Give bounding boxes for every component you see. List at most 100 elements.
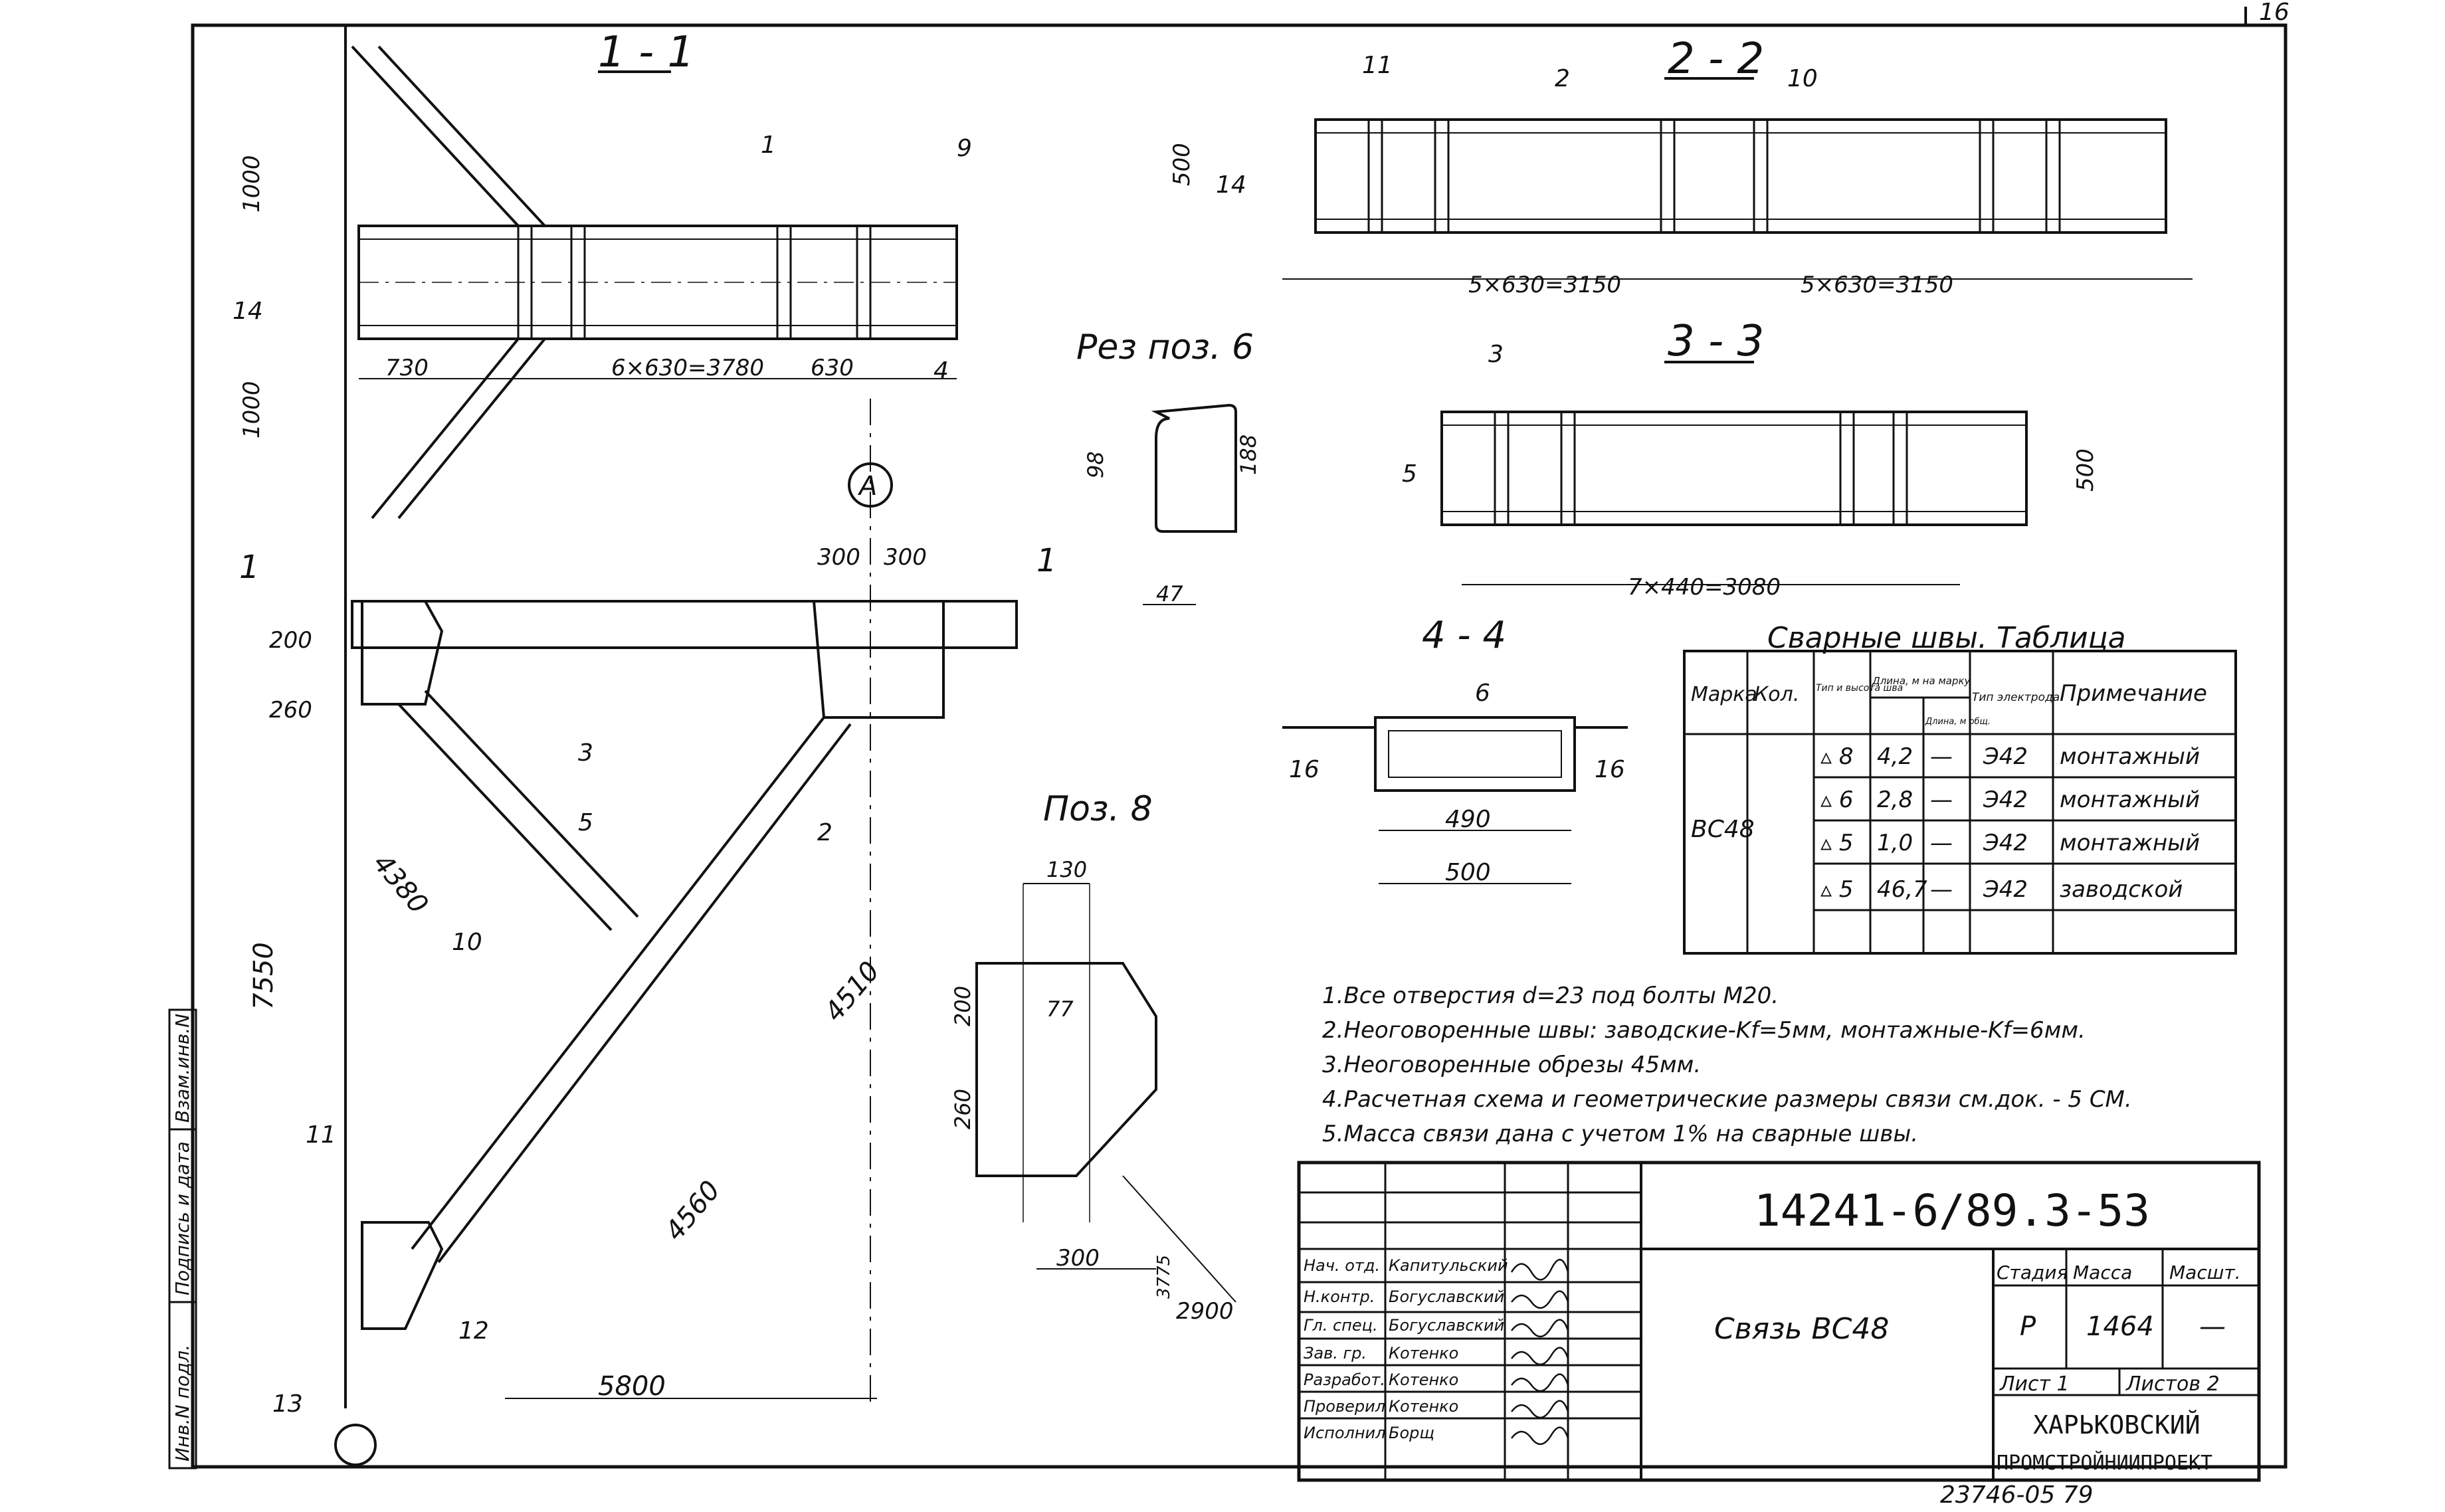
svg-text:10: 10 [452, 929, 482, 956]
svg-text:200: 200 [269, 627, 312, 654]
sheet-label: Лист 1 [1999, 1372, 2070, 1396]
svg-text:Э42: Э42 [1983, 830, 2028, 856]
dim-3150-left: 5×630=3150 [1468, 272, 1621, 298]
dim-4560: 4560 [659, 1175, 726, 1247]
org-line-2: ПРОМСТРОЙНИИПРОЕКТ [1997, 1451, 2212, 1475]
weld-row: ▵ 5 46,7 — Э42 заводской [1820, 876, 2183, 903]
svg-text:заводской: заводской [2060, 876, 2183, 903]
pos-8-dim-300: 300 [1056, 1245, 1100, 1272]
dim-500-44: 500 [1445, 859, 1491, 886]
org-line-1: ХАРЬКОВСКИЙ [2033, 1410, 2200, 1440]
axis-a-label: А [857, 471, 877, 502]
svg-text:9: 9 [957, 135, 972, 162]
section-4-4: 4 - 4 490 500 6 16 16 [1282, 614, 1628, 886]
svg-text:13: 13 [272, 1390, 303, 1418]
side-stamp-replacement: Взам.инв.N [171, 1014, 193, 1123]
svg-text:—: — [1930, 787, 1953, 813]
note-5: 5.Масса связи дана с учетом 1% на сварны… [1322, 1121, 1918, 1147]
dim-7550: 7550 [248, 942, 279, 1010]
stage-value: Р [2020, 1311, 2036, 1342]
pos-8-dim-200: 200 [950, 986, 975, 1026]
svg-text:11: 11 [1362, 52, 1393, 79]
mass-label: Масса [2073, 1262, 2132, 1283]
side-stamp: Инв.N подл. Подпись и дата Взам.инв.N [168, 1008, 197, 1469]
svg-text:—: — [1930, 743, 1953, 770]
section-3-3-title: 3 - 3 [1668, 317, 1764, 366]
svg-text:Э42: Э42 [1983, 743, 2028, 770]
svg-text:188: 188 [1236, 434, 1261, 475]
note-1: 1.Все отверстия d=23 под болты М20. [1322, 983, 1779, 1009]
svg-text:▵ 8: ▵ 8 [1820, 743, 1854, 770]
page-number: 16 [2259, 0, 2290, 26]
weld-header-length-mark: Длина, м на марку [1872, 675, 1971, 687]
weld-header-electrode: Тип электрода [1972, 691, 2060, 704]
svg-text:130: 130 [1046, 857, 1087, 882]
svg-text:▵ 6: ▵ 6 [1820, 787, 1854, 813]
sig-name: Богуславский [1389, 1316, 1504, 1335]
weld-table-title: Сварные швы. Таблица [1767, 621, 2126, 655]
svg-text:4: 4 [933, 357, 949, 385]
dim-3780: 6×630=3780 [611, 355, 764, 381]
svg-text:Э42: Э42 [1983, 787, 2028, 813]
drawing-title: Связь ВС48 [1714, 1312, 1889, 1346]
svg-text:3: 3 [1488, 341, 1504, 368]
stage-label: Стадия [1997, 1262, 2068, 1283]
sig-name: Капитульский [1389, 1256, 1508, 1275]
sig-role: Исполнил [1304, 1424, 1386, 1442]
sig-role: Зав. гр. [1304, 1344, 1367, 1363]
svg-text:1: 1 [761, 132, 776, 159]
svg-text:500: 500 [2072, 448, 2099, 492]
weld-header-type: Тип и высота шва [1816, 683, 1903, 694]
svg-text:98: 98 [1083, 451, 1108, 478]
pos-8-dim-3775: 3775 [1154, 1255, 1174, 1299]
svg-text:—: — [1930, 876, 1953, 903]
drawing-code: 14241-6/89.3-53 [1754, 1185, 2150, 1236]
svg-text:2: 2 [1555, 65, 1570, 92]
weld-row: ▵ 5 1,0 — Э42 монтажный [1820, 830, 2200, 856]
svg-text:46,7: 46,7 [1877, 876, 1927, 903]
weld-header-note: Примечание [2060, 680, 2207, 707]
note-2: 2.Неоговоренные швы: заводские-Kf=5мм, м… [1322, 1017, 2086, 1044]
sig-name: Котенко [1389, 1344, 1458, 1363]
svg-text:260: 260 [269, 697, 312, 723]
svg-text:▵ 5: ▵ 5 [1820, 830, 1854, 856]
svg-text:монтажный: монтажный [2060, 787, 2200, 813]
svg-text:47: 47 [1156, 581, 1183, 607]
weld-header-length-total: Длина, м общ. [1925, 717, 1991, 727]
dim-4510: 4510 [819, 956, 886, 1028]
svg-text:1: 1 [1036, 542, 1057, 579]
weld-row: ▵ 8 4,2 — Э42 монтажный [1820, 743, 2200, 770]
inventory-number: 23746-05 79 [1940, 1481, 2094, 1509]
svg-text:3: 3 [578, 739, 593, 767]
scale-value: — [2199, 1311, 2226, 1342]
dim-630: 630 [811, 355, 854, 381]
dim-1000-bottom: 1000 [239, 381, 265, 438]
svg-text:4,2: 4,2 [1877, 743, 1913, 770]
svg-text:5: 5 [578, 809, 593, 836]
svg-text:1,0: 1,0 [1877, 830, 1913, 856]
sig-role: Н.контр. [1304, 1287, 1375, 1306]
svg-text:11: 11 [306, 1121, 336, 1149]
svg-text:монтажный: монтажный [2060, 743, 2200, 770]
weld-row: ▵ 6 2,8 — Э42 монтажный [1820, 787, 2200, 813]
dim-730: 730 [385, 355, 429, 381]
weld-header-qty: Кол. [1754, 683, 1799, 706]
sig-name: Котенко [1389, 1370, 1458, 1389]
weld-header-mark: Марка [1691, 683, 1757, 706]
dim-300-a: 300 [817, 544, 860, 571]
svg-text:14: 14 [1216, 171, 1246, 199]
pos-8-title: Поз. 8 [1043, 789, 1153, 829]
svg-text:10: 10 [1787, 65, 1818, 92]
sig-name: Котенко [1389, 1397, 1458, 1416]
cut-pos-6: Рез поз. 6 47 188 98 [1076, 328, 1261, 607]
svg-text:2,8: 2,8 [1877, 787, 1913, 813]
dim-3150-right: 5×630=3150 [1801, 272, 1953, 298]
svg-text:12: 12 [458, 1317, 489, 1345]
pos-8-dim-2900: 2900 [1176, 1298, 1234, 1325]
dim-490: 490 [1445, 806, 1491, 833]
section-1-1: 1 - 1 6×630=3780 730 630 1000 1000 1 9 1… [233, 27, 972, 1408]
side-stamp-inventory: Инв.N подл. [171, 1345, 193, 1462]
section-1-1-title: 1 - 1 [598, 28, 694, 77]
svg-text:—: — [1930, 830, 1953, 856]
